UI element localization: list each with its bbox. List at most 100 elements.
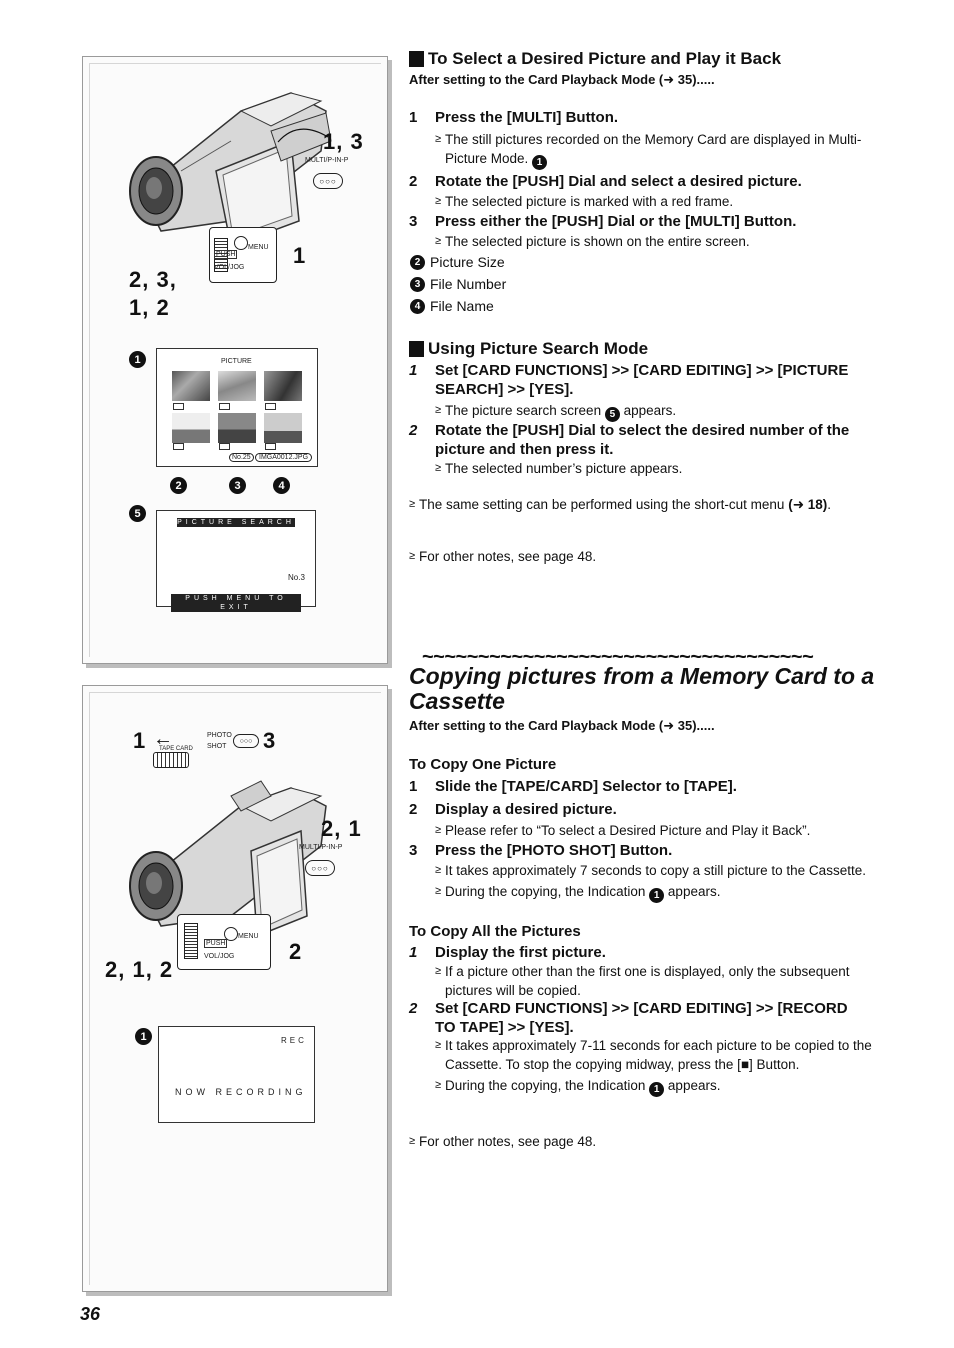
legend-text: File Number (430, 276, 507, 292)
recording-screen: REC NOW RECORDING (158, 1026, 315, 1123)
marker-1: 1 (649, 1082, 665, 1097)
tape-card-label: TAPE CARD (159, 746, 193, 752)
multi-button-icon[interactable]: ○○○ (305, 860, 335, 876)
figure-panel-bottom: 1 ← TAPE CARD PHOTO SHOT ○○○ 3 2, 1 MULT… (82, 685, 388, 1292)
marker-2: 2 (410, 254, 425, 270)
step-text: Press the [PHOTO SHOT] Button. (435, 842, 673, 859)
voljog-label: VOL/JOG (204, 953, 235, 960)
step-text: Set [CARD FUNCTIONS] >> [CARD EDITING] >… (435, 362, 849, 398)
section-heading-picture-search: Using Picture Search Mode (409, 339, 648, 359)
legend-text: File Name (430, 298, 494, 314)
bullet-glyph: ≥ (435, 195, 442, 207)
bullet-text: Please refer to “To select a Desired Pic… (445, 823, 811, 838)
thumbnail[interactable] (172, 371, 210, 401)
bullet-glyph: ≥ (435, 1079, 442, 1091)
marker-1: 1 (649, 888, 665, 903)
note-text: For other notes, see page 48. (419, 549, 597, 564)
step-number: 2 (409, 173, 418, 190)
voljog-label: VOL/JOG (214, 264, 245, 271)
bullet-glyph: ≥ (435, 965, 442, 977)
size-tag (219, 403, 230, 410)
after-setting-note: After setting to the Card Playback Mode … (409, 718, 715, 733)
bullet-text: It takes approximately 7 seconds to copy… (445, 863, 866, 878)
marker-4: 4 (273, 477, 290, 494)
thumbnail[interactable] (172, 413, 210, 443)
step-text: Set [CARD FUNCTIONS] >> [CARD EDITING] >… (435, 1000, 848, 1036)
bullet-glyph: ≥ (435, 133, 442, 145)
bullet-glyph: ≥ (435, 462, 442, 474)
camcorder-illustration (129, 92, 332, 248)
step-text: Rotate the [PUSH] Dial to select the des… (435, 422, 850, 458)
section-marker-icon (409, 51, 424, 67)
bullet-text: During the copying, the Indication 1 app… (445, 1078, 721, 1097)
menu-label: MENU (248, 244, 269, 251)
bullet-text: The picture search screen 5 appears. (445, 403, 677, 422)
marker-1: 1 (135, 1028, 152, 1045)
shot-label: SHOT (207, 743, 227, 750)
step-number: 1 (409, 362, 418, 379)
bullet-glyph: ≥ (435, 235, 442, 247)
bullet-glyph: ≥ (435, 885, 442, 897)
multi-picture-screen: PICTURE No.25 IMGA0012.JPG (156, 348, 318, 467)
section-heading-select-picture: To Select a Desired Picture and Play it … (409, 49, 781, 69)
tape-card-selector[interactable] (153, 752, 189, 768)
thumbnail[interactable] (264, 371, 302, 401)
bullet-text: During the copying, the Indication 1 app… (445, 884, 721, 903)
bullet-glyph: ≥ (435, 404, 442, 416)
rec-indicator: REC (281, 1036, 307, 1045)
step-number: 3 (409, 213, 418, 230)
search-exit-bar: PUSH MENU TO EXIT (171, 594, 301, 612)
bullet-glyph: ≥ (409, 498, 416, 510)
step-text: Slide the [TAPE/CARD] Selector to [TAPE]… (435, 778, 737, 795)
marker-1: 1 (532, 155, 548, 170)
thumbnail[interactable] (218, 413, 256, 443)
callout-1-3: 1, 3 (323, 129, 364, 154)
now-recording-text: NOW RECORDING (175, 1087, 307, 1097)
step-text: Press either the [PUSH] Dial or the [MUL… (435, 213, 797, 230)
callout-1-push: 1 (293, 243, 307, 268)
size-tag (265, 403, 276, 410)
thumbnail[interactable] (218, 371, 256, 401)
camcorder-illustration (129, 780, 327, 938)
callout-3: 3 (263, 728, 277, 753)
multi-button-icon[interactable]: ○○○ (313, 173, 343, 189)
page-number: 36 (80, 1304, 101, 1324)
bullet-glyph: ≥ (435, 864, 442, 876)
push-dial-box: PUSH MENU VOL/JOG (209, 227, 277, 283)
multi-button-label: MULTI/P-IN-P (299, 844, 343, 851)
step-number: 1 (409, 944, 418, 961)
step-number: 2 (409, 422, 418, 439)
bullet-glyph: ≥ (435, 824, 442, 836)
legend-item: 2 Picture Size (410, 254, 505, 270)
bullet-glyph: ≥ (409, 1135, 416, 1147)
thumbnail[interactable] (264, 413, 302, 443)
callout-2-1: 2, 1 (321, 816, 362, 841)
bullet-text: The selected picture is marked with a re… (445, 194, 734, 209)
photo-shot-button[interactable]: ○○○ (233, 734, 259, 748)
bullet-text: If a picture other than the first one is… (445, 964, 850, 998)
bullet-text: The selected number’s picture appears. (445, 461, 683, 476)
bullet-text: It takes approximately 7-11 seconds for … (445, 1038, 872, 1072)
photo-label: PHOTO (207, 732, 232, 739)
push-label: PUSH (214, 250, 238, 259)
subheading-copy-all: To Copy All the Pictures (409, 923, 581, 940)
bullet-glyph: ≥ (435, 1039, 442, 1051)
step-number: 1 (409, 109, 418, 126)
multi-button-label: MULTI/P-IN-P (305, 157, 349, 164)
subheading-copy-one: To Copy One Picture (409, 756, 557, 773)
section-heading-text: Using Picture Search Mode (428, 339, 649, 358)
section-title-copying: Copying pictures from a Memory Card to a… (409, 663, 875, 714)
step-text: Press the [MULTI] Button. (435, 109, 619, 126)
step-text: Rotate the [PUSH] Dial and select a desi… (435, 173, 802, 190)
menu-label: MENU (238, 933, 259, 940)
step-number: 2 (409, 801, 418, 818)
note-text: For other notes, see page 48. (419, 1134, 597, 1149)
marker-5: 5 (129, 505, 146, 522)
callout-2-3: 2, 3, (129, 267, 177, 292)
after-setting-note: After setting to the Card Playback Mode … (409, 72, 715, 87)
legend-text: Picture Size (430, 254, 505, 270)
size-tag (173, 403, 184, 410)
step-number: 2 (409, 1000, 418, 1017)
marker-2: 2 (170, 477, 187, 494)
legend-item: 3 File Number (410, 276, 506, 292)
